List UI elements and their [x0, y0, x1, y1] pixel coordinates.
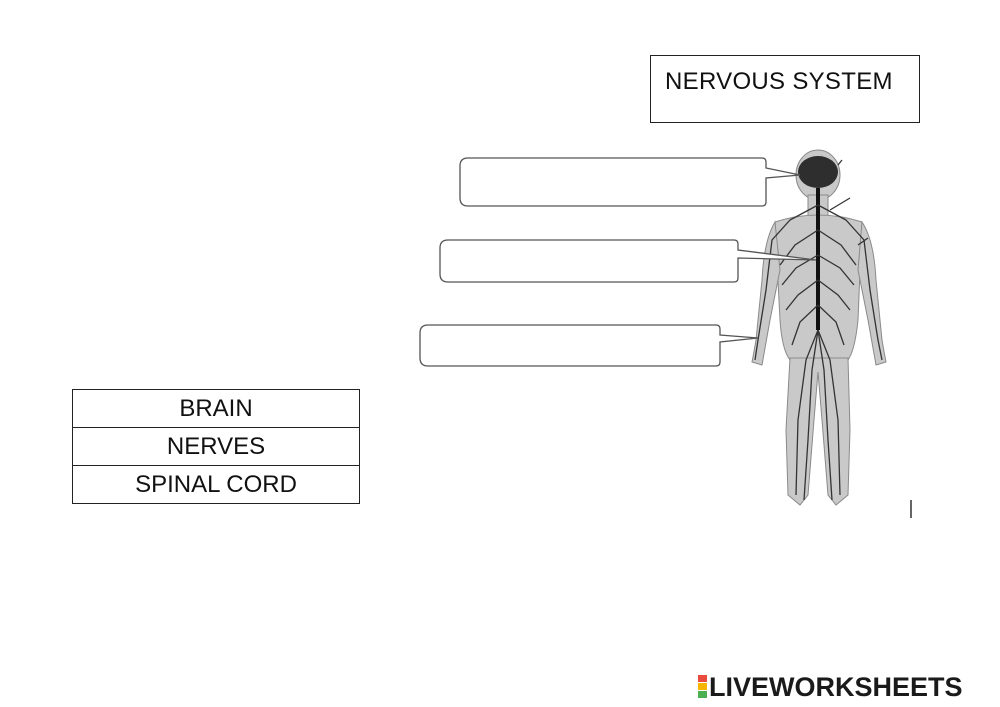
brain-shape — [798, 156, 838, 188]
word-bank-item-spinal-cord: SPINAL CORD — [135, 471, 297, 498]
liveworksheets-logo[interactable]: LIVEWORKSHEETS — [698, 671, 963, 702]
answer-box-3[interactable] — [419, 324, 759, 367]
word-bank-item-nerves: NERVES — [73, 428, 359, 466]
title-box: NERVOUS SYSTEM — [650, 55, 920, 123]
logo-icon — [698, 675, 707, 699]
logo-text: LIVEWORKSHEETS — [709, 671, 963, 702]
answer-box-1[interactable] — [459, 157, 801, 207]
word-bank: BRAIN NERVES SPINAL CORD — [72, 389, 360, 504]
word-bank-item-brain: BRAIN — [73, 390, 359, 428]
page-title: NERVOUS SYSTEM — [665, 68, 893, 95]
answer-box-2[interactable] — [439, 239, 817, 283]
